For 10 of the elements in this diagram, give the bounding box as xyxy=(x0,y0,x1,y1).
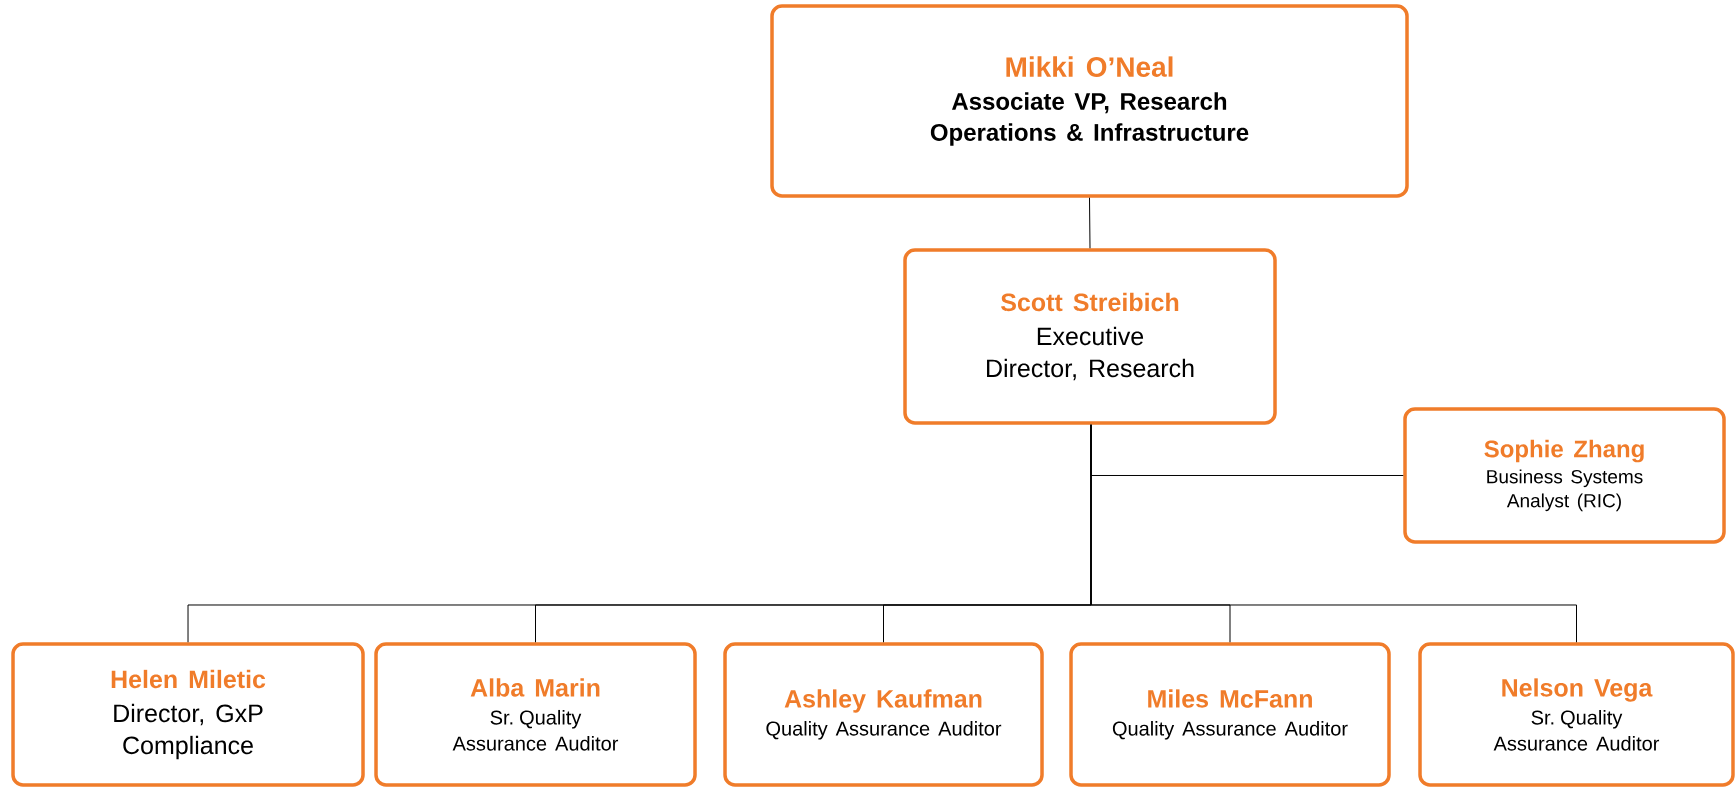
org-chart-box: Scott Streibich Executive Director, Research xyxy=(903,248,1277,425)
org-chart-box: Nelson Vega Sr. Quality Assurance Auditor xyxy=(1418,642,1735,787)
org-chart-box: Mikki O’Neal Associate VP, Research Operations & Infrastructure xyxy=(770,4,1409,198)
org-chart-box: Miles McFann Quality Assurance Auditor xyxy=(1069,642,1391,787)
connector-line xyxy=(1090,424,1577,643)
org-chart-box: Ashley Kaufman Quality Assurance Auditor xyxy=(723,642,1044,787)
connector-line xyxy=(1089,197,1091,249)
org-chart-box: Helen Miletic Director, GxP Compliance xyxy=(11,642,365,787)
org-chart-box: Alba Marin Sr. Quality Assurance Auditor xyxy=(374,642,697,787)
org-chart-box: Sophie Zhang Business Systems Analyst (RIC) xyxy=(1403,407,1726,544)
